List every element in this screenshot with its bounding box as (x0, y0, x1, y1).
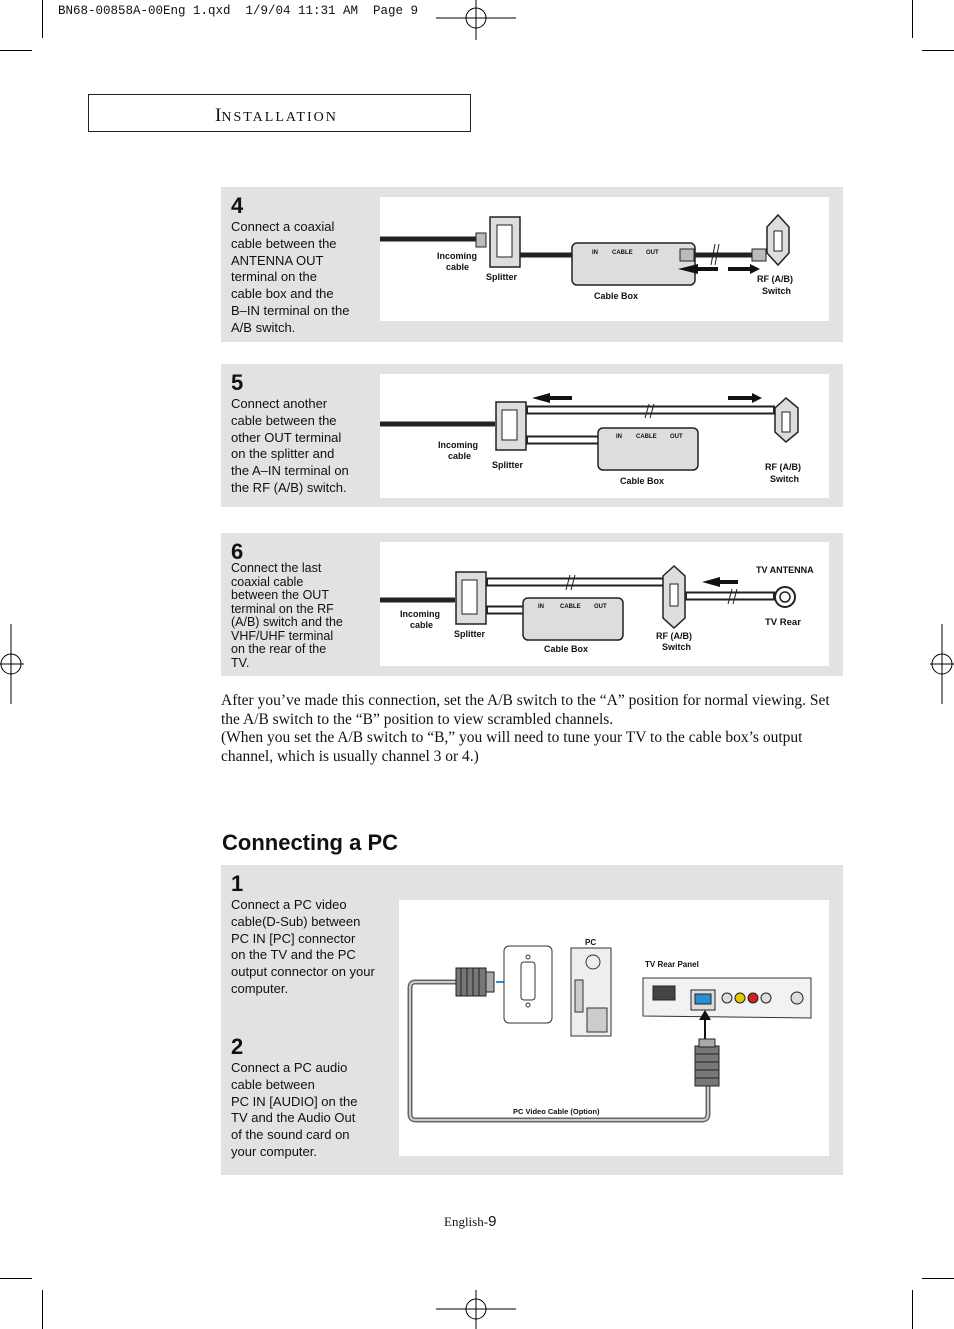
crop-mark (922, 1278, 954, 1279)
svg-text:Splitter: Splitter (454, 629, 486, 639)
print-slug: BN68-00858A-00Eng 1.qxd 1/9/04 11:31 AM … (58, 4, 419, 18)
svg-text:PC Video Cable (Option): PC Video Cable (Option) (513, 1107, 600, 1116)
cable-box-icon (597, 427, 699, 471)
svg-text:cable: cable (446, 262, 469, 272)
svg-text:TV Rear: TV Rear (765, 617, 801, 628)
step-number: 6 (231, 539, 244, 564)
svg-text:Incoming: Incoming (438, 440, 478, 450)
crop-mark (912, 0, 913, 38)
crop-mark (0, 50, 32, 51)
arrow-left-icon (532, 393, 550, 403)
svg-text:IN: IN (616, 434, 622, 440)
svg-text:Splitter: Splitter (492, 460, 524, 470)
svg-text:RF (A/B): RF (A/B) (765, 462, 801, 472)
connection-diagram: IN CABLE OUT Incoming cable Splitter Cab… (380, 197, 829, 321)
arrow-up-icon (699, 1010, 711, 1020)
svg-text:cable: cable (410, 620, 433, 630)
svg-text:CABLE: CABLE (612, 250, 633, 256)
crop-mark (922, 50, 954, 51)
svg-text:TV ANTENNA: TV ANTENNA (756, 565, 814, 575)
d-sub-connector-icon (694, 1045, 720, 1087)
svg-text:CABLE: CABLE (636, 434, 657, 440)
svg-text:Incoming: Incoming (400, 609, 440, 619)
svg-text:Cable Box: Cable Box (544, 644, 588, 654)
step-number: 1 (231, 871, 244, 896)
svg-text:RF (A/B): RF (A/B) (656, 631, 692, 641)
pc-connection-diagram: PC TV Rear Panel PC Video Cable (Option) (399, 900, 829, 1156)
svg-text:Switch: Switch (762, 286, 791, 296)
svg-text:Switch: Switch (662, 642, 691, 652)
section-title: Connecting a PC (222, 830, 399, 855)
cable-box-icon (522, 597, 624, 641)
instruction-note: After you’ve made this connection, set t… (221, 692, 830, 765)
registration-mark-icon (930, 624, 954, 704)
arrow-right-icon (752, 393, 762, 403)
section-header: INSTALLATION (88, 94, 471, 132)
svg-text:TV Rear Panel: TV Rear Panel (645, 960, 699, 969)
step-number: 5 (231, 370, 244, 395)
svg-text:Cable Box: Cable Box (620, 476, 664, 486)
crop-mark (42, 1290, 43, 1329)
crop-mark (0, 1278, 32, 1279)
arrow-right-icon (750, 264, 760, 274)
svg-text:Cable Box: Cable Box (594, 291, 638, 301)
svg-text:Switch: Switch (770, 474, 799, 484)
section-header-label: INSTALLATION (215, 105, 338, 126)
arrow-left-icon (702, 577, 720, 587)
registration-mark-icon (0, 624, 24, 704)
step-number: 2 (231, 1034, 244, 1059)
svg-text:IN: IN (538, 604, 544, 610)
cable-box-icon (571, 242, 696, 286)
svg-text:RF (A/B): RF (A/B) (757, 274, 793, 284)
svg-text:PC: PC (585, 938, 596, 947)
registration-mark-icon (436, 1290, 516, 1329)
svg-text:CABLE: CABLE (560, 604, 581, 610)
step-number: 4 (231, 193, 244, 218)
svg-text:Incoming: Incoming (437, 251, 477, 261)
svg-text:OUT: OUT (594, 604, 607, 610)
svg-text:Splitter: Splitter (486, 272, 518, 282)
svg-text:IN: IN (592, 250, 598, 256)
svg-text:OUT: OUT (670, 434, 683, 440)
connection-diagram: IN CABLE OUT TV ANTENNA TV Rear Incoming… (380, 542, 829, 666)
registration-mark-icon (436, 0, 516, 40)
page-footer: English-9 (444, 1213, 497, 1230)
crop-mark (912, 1290, 913, 1329)
svg-text:OUT: OUT (646, 250, 659, 256)
connection-diagram: IN CABLE OUT Incoming cable Splitter Cab… (380, 374, 829, 498)
crop-mark (42, 0, 43, 38)
svg-text:cable: cable (448, 451, 471, 461)
arrow-left-icon (678, 264, 698, 274)
